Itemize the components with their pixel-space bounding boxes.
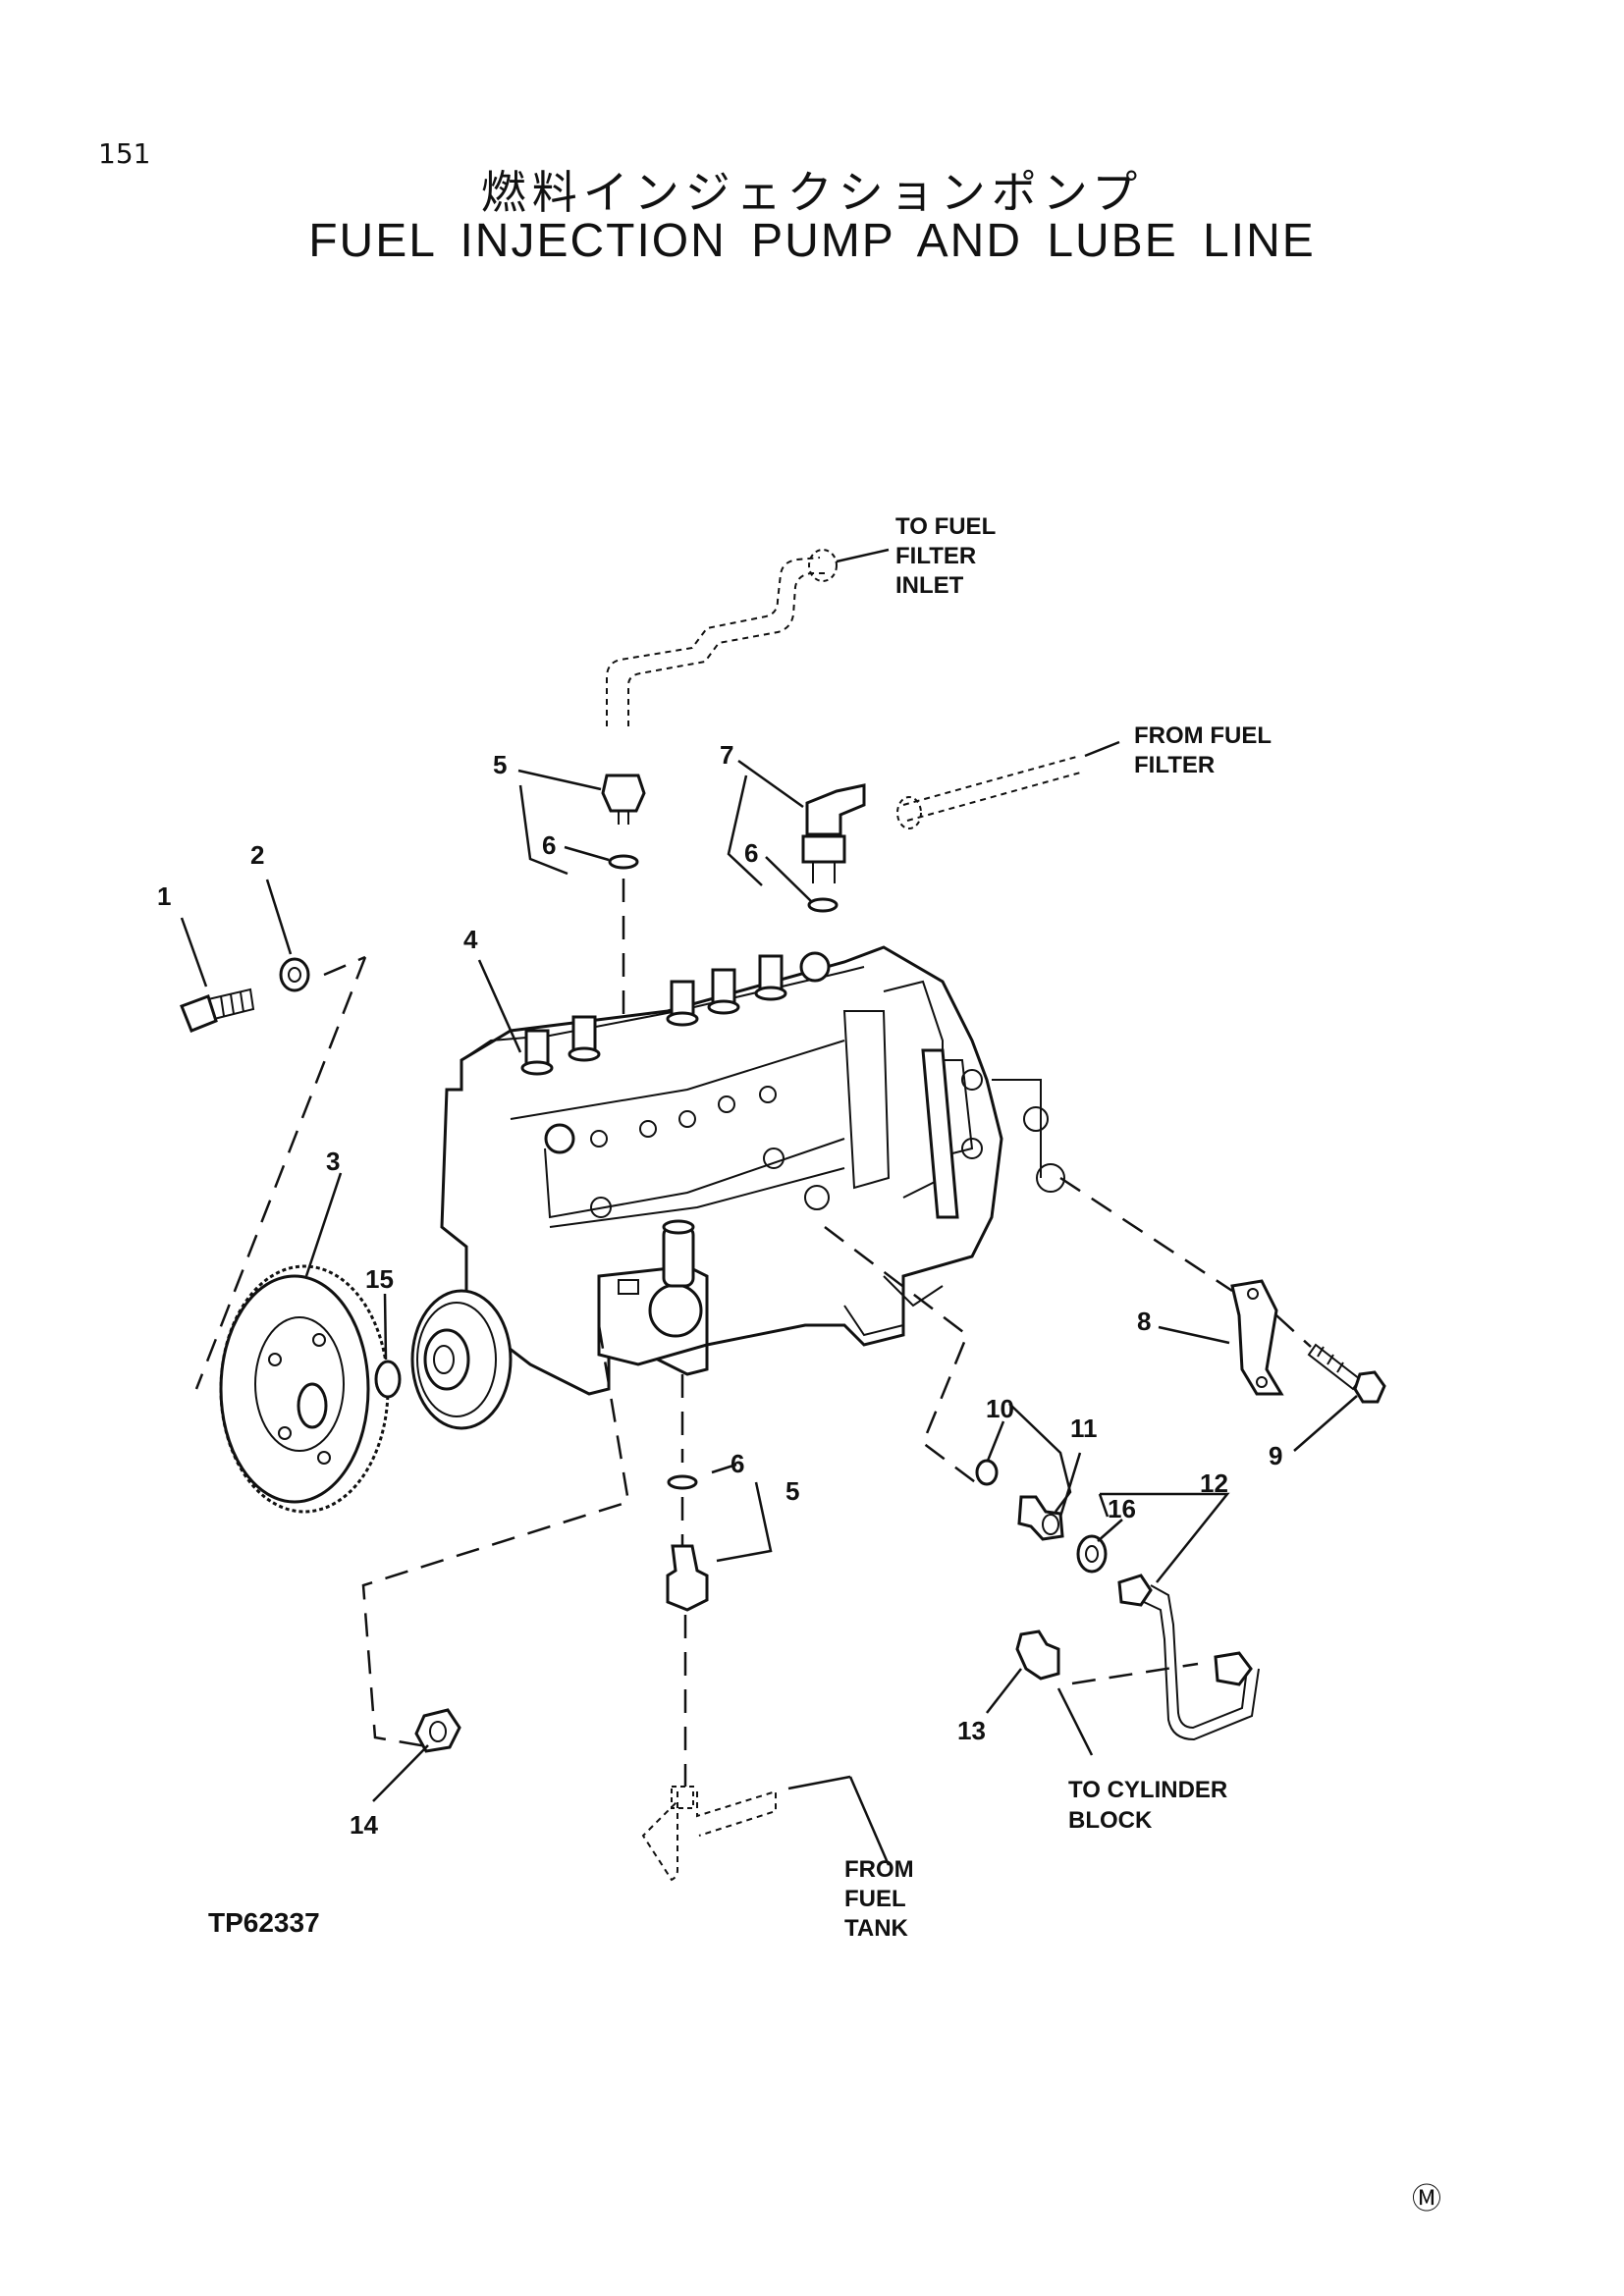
page-number: 151 [98,137,151,170]
svg-text:FILTER: FILTER [895,543,976,569]
svg-text:FROM: FROM [844,1856,914,1883]
callout-16: 16 [1108,1494,1136,1523]
leader-lines [180,759,1358,1866]
title-japanese: 燃料インジェクションポンプ [480,166,1144,219]
svg-text:BLOCK: BLOCK [1068,1807,1153,1834]
note-from-fuel-tank: FROM FUEL TANK [844,1856,914,1942]
elbow-fitting [801,740,1120,913]
callout-5-bottom: 5 [785,1476,799,1506]
bolt-and-washer [180,957,310,1033]
bottom-banjo-fitting [641,1374,777,1882]
svg-text:FILTER: FILTER [1134,752,1215,778]
fuel-line-to-filter-inlet [606,548,890,726]
svg-text:FROM FUEL: FROM FUEL [1134,722,1272,749]
callout-4: 4 [463,925,478,954]
callout-10: 10 [986,1394,1014,1423]
svg-text:FUEL: FUEL [844,1886,906,1912]
note-to-fuel-filter-inlet: TO FUEL FILTER INLET [895,513,996,599]
assembly-line-gear [194,956,367,1390]
drive-gear [219,1264,390,1514]
drawing-code: TP62337 [208,1907,320,1938]
assembly-line-bolt [1275,1314,1312,1348]
injection-pump-body [440,945,1065,1396]
callout-15: 15 [365,1264,394,1294]
callout-14: 14 [350,1810,378,1840]
o-ring [374,1360,402,1399]
assembly-line-nut [361,1324,630,1749]
callout-6-elbow: 6 [744,838,758,868]
callout-5-top: 5 [493,750,507,779]
hex-nut [414,1708,461,1753]
assembly-line-washer [323,955,366,977]
svg-text:INLET: INLET [895,572,964,599]
callout-13: 13 [957,1716,986,1745]
callout-6-top: 6 [542,830,556,860]
callout-2: 2 [250,840,264,870]
lube-line-fittings [824,1226,1260,1741]
note-from-fuel-filter: FROM FUEL FILTER [1134,722,1272,778]
title-english: FUEL INJECTION PUMP AND LUBE LINE [308,215,1316,267]
delivery-valve-holders [520,954,787,1076]
coupling-hub [410,1289,513,1430]
callout-11: 11 [1070,1414,1098,1443]
callout-8: 8 [1137,1307,1151,1336]
assembly-line-bracket [1059,1176,1233,1293]
svg-text:TANK: TANK [844,1915,909,1942]
bracket [1230,1279,1284,1396]
bracket-bolt [1307,1343,1386,1404]
callout-7: 7 [720,740,733,770]
callout-1: 1 [157,881,171,911]
callout-6-bottom: 6 [731,1449,744,1478]
callout-numbers: 1 2 3 4 5 6 5 6 7 6 8 9 10 11 12 13 14 1… [157,740,1282,1840]
callout-3: 3 [326,1147,340,1176]
svg-text:TO FUEL: TO FUEL [895,513,996,540]
svg-text:TO CYLINDER: TO CYLINDER [1068,1777,1227,1803]
registered-mark: Ⓜ [1412,2182,1441,2216]
callout-12: 12 [1200,1468,1228,1498]
callout-9: 9 [1269,1441,1282,1470]
note-to-cylinder-block: TO CYLINDER BLOCK [1068,1777,1227,1834]
